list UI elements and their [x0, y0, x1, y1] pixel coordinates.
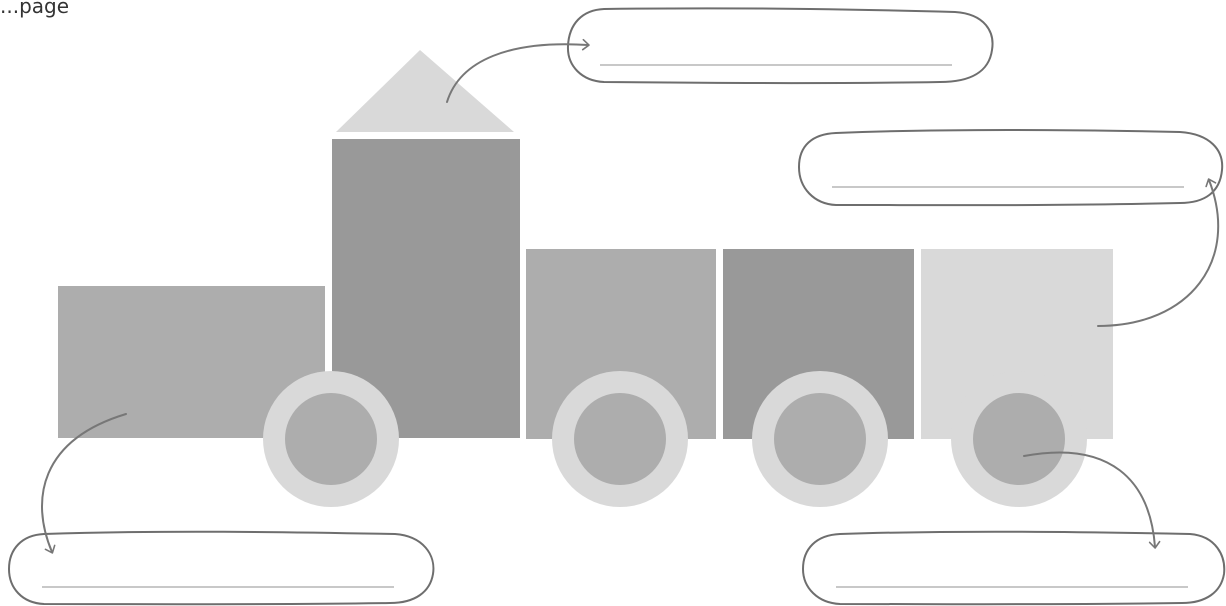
label-box-bottom-right[interactable]: [803, 532, 1224, 605]
label-box-right[interactable]: [799, 130, 1222, 205]
wheel: [552, 371, 688, 507]
chimney-roof-triangle: [336, 50, 514, 132]
label-box-top[interactable]: [568, 8, 993, 83]
wheel: [752, 371, 888, 507]
wheel: [263, 371, 399, 507]
arrow-car-to-right-box: [1098, 180, 1218, 326]
label-box-bottom-left[interactable]: [9, 532, 433, 605]
wheel: [951, 371, 1087, 507]
